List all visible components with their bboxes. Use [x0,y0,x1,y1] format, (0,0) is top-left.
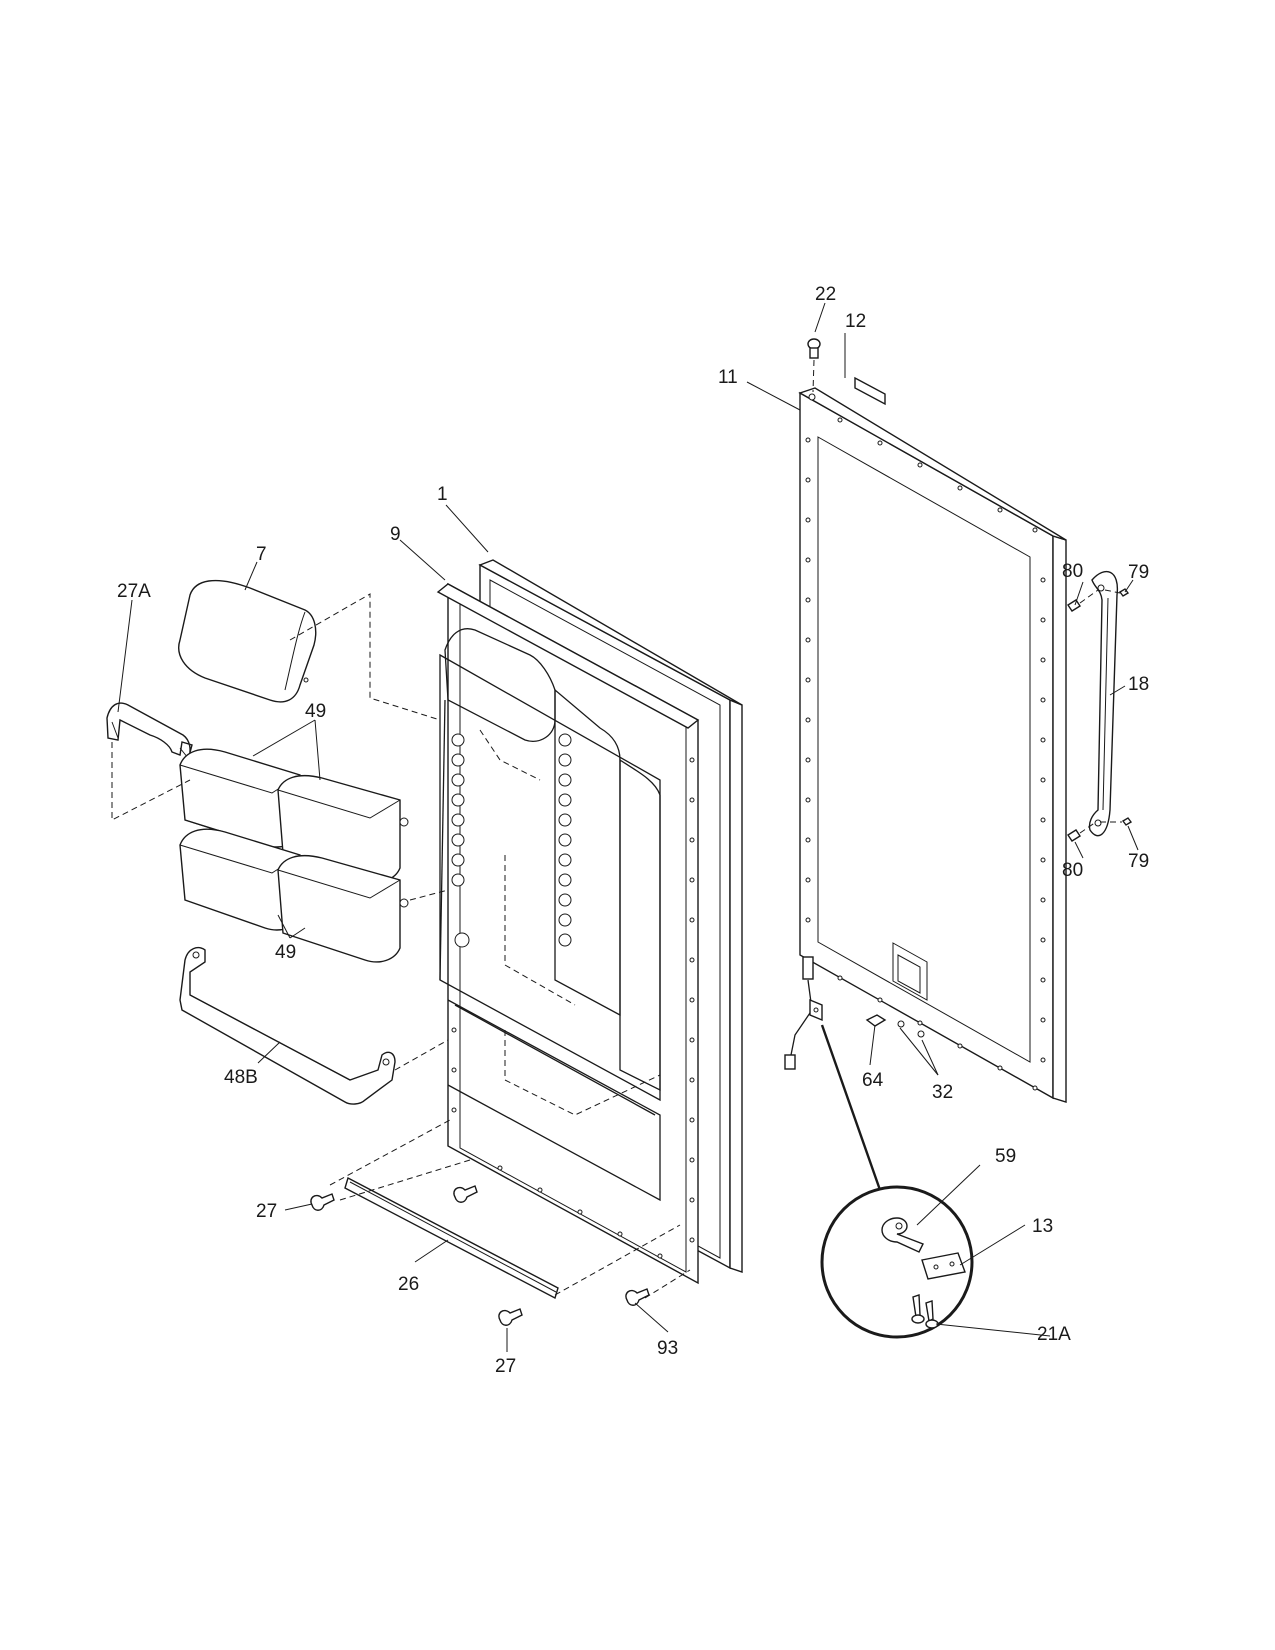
callout-21a: 21A [1037,1324,1071,1345]
liner-screw-holes [451,757,695,1259]
callout-80-top: 80 [1062,561,1083,582]
callout-80-bottom: 80 [1062,860,1083,881]
liner-bumps [451,733,572,948]
hinge-bracket-assembly [784,956,823,1070]
hinge-plate [921,1252,966,1280]
callout-27-bottom: 27 [495,1356,516,1377]
door-screws [897,1020,925,1038]
callout-13: 13 [1032,1216,1053,1237]
callout-32: 32 [932,1082,953,1103]
outer-door-panel [798,387,1067,1103]
hinge-screws [911,1294,939,1329]
callout-93: 93 [657,1338,678,1359]
callout-27a: 27A [117,581,151,602]
callout-22: 22 [815,284,836,305]
callout-79-top: 79 [1128,562,1149,583]
callout-labels: 1 7 9 11 12 13 18 21A 22 26 27A 27 27 32… [117,284,1149,1377]
hole-plug [807,338,821,359]
callout-7: 7 [256,544,267,565]
bottom-trim-strip [344,1176,559,1300]
callout-11: 11 [718,367,738,388]
callout-59: 59 [995,1146,1016,1167]
label-plate [854,376,886,406]
trim-screw-left [310,1193,335,1211]
handle-screws [1067,588,1133,842]
leader-lines [117,302,1139,1352]
liner-screw [453,1185,478,1203]
callout-9: 9 [390,524,401,545]
outer-panel-screw-holes [805,417,1046,1091]
callout-18: 18 [1128,674,1149,695]
callout-1: 1 [437,484,448,505]
callout-79-bottom: 79 [1128,851,1149,872]
dairy-compartment-door [178,579,317,703]
callout-12: 12 [845,311,866,332]
hinge-detail-circle [820,1185,974,1339]
callout-48b: 48B [224,1067,258,1088]
callout-27-left: 27 [256,1201,277,1222]
hinge-pin-cap [865,1014,887,1027]
callout-49-bottom: 49 [275,942,296,963]
door-liner [436,582,700,1285]
callout-49-top: 49 [305,701,326,722]
liner-screw-lower [625,1288,650,1306]
trim-screw-bottom [498,1308,523,1326]
door-handle [1088,570,1119,837]
dairy-door-hinge-bar [106,702,193,761]
assembly-guide-lines [111,593,691,1299]
callout-64: 64 [862,1070,884,1091]
door-shelf-rail [179,947,396,1105]
callout-26: 26 [398,1274,419,1295]
hinge-pin-washer [881,1217,924,1253]
door-bin-lower-right [277,854,409,963]
